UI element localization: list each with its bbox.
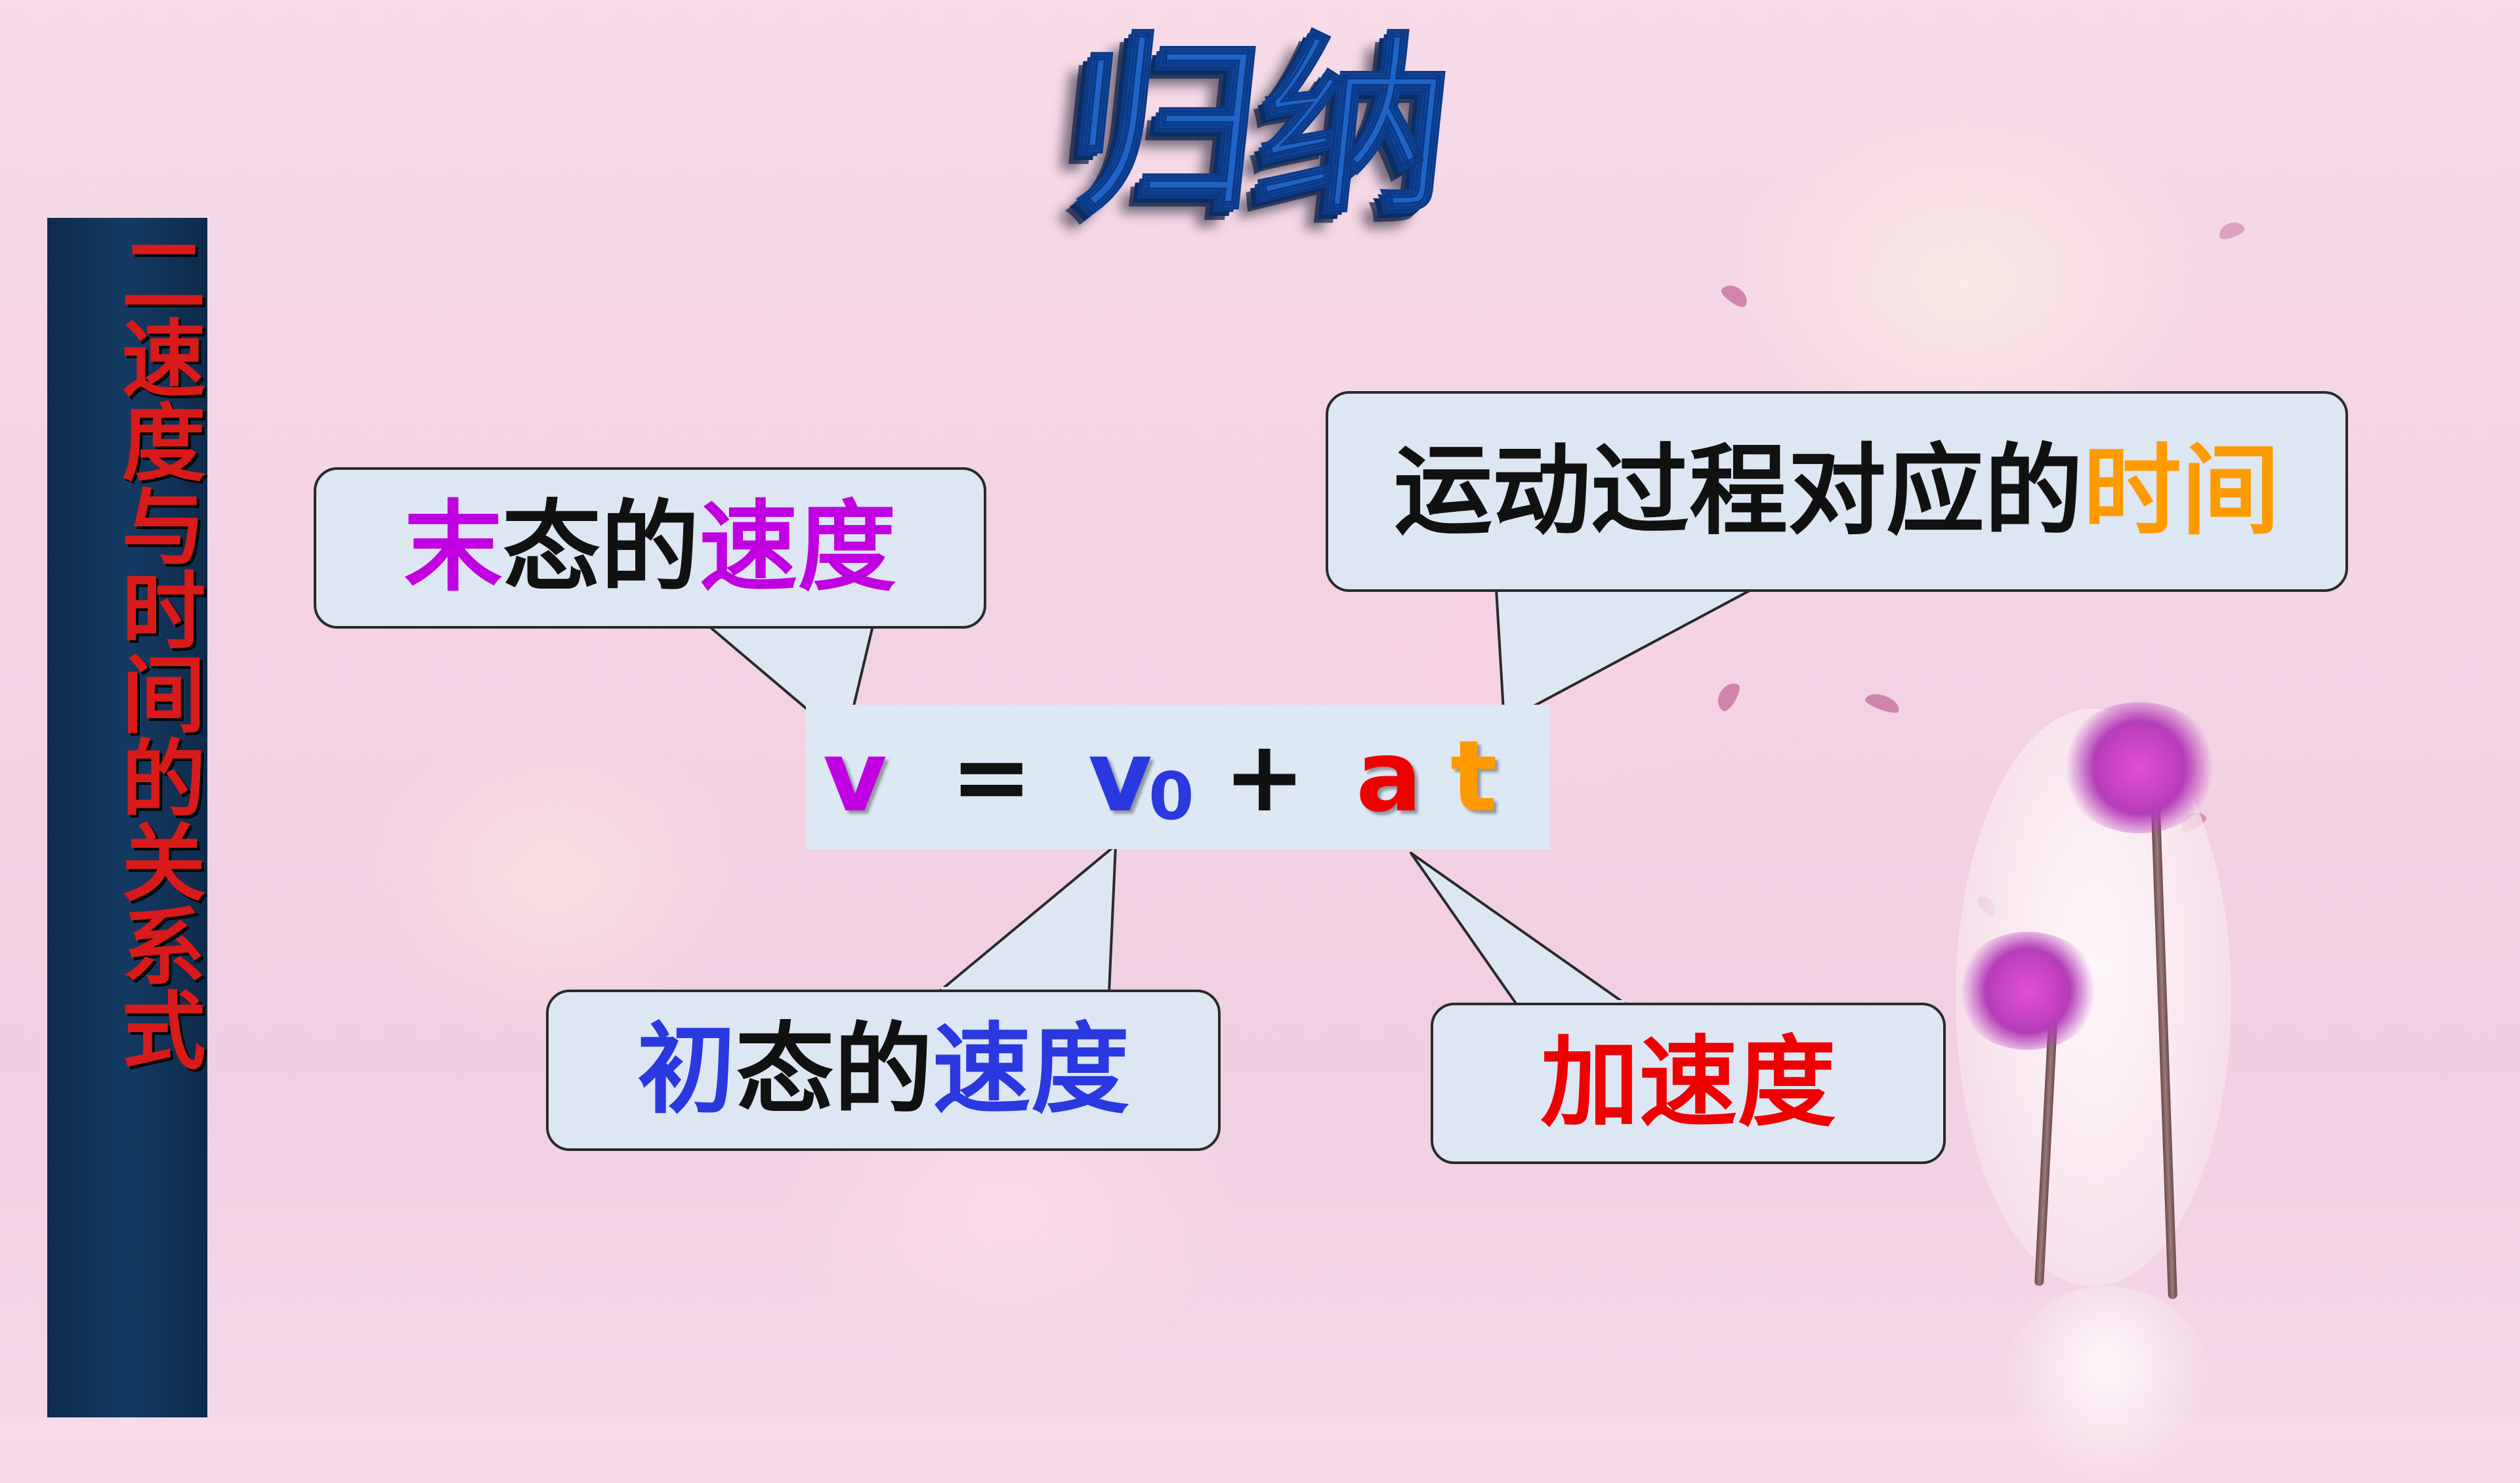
callout-text-process: 运动过程对应的 (1393, 434, 2083, 549)
callout-initial-velocity: 初态的速度 (546, 990, 1221, 1151)
callout-text-time: 时间 (2083, 434, 2280, 549)
formula-subscript-zero: 0 (1148, 758, 1194, 835)
flower-decoration (1956, 932, 2100, 1050)
callout-text-velocity: 速度 (699, 491, 896, 605)
section-side-bar: 二速度与时间的关系式 (47, 218, 207, 1417)
callout-time: 运动过程对应的时间 (1326, 391, 2348, 592)
formula-time: t (1450, 720, 1498, 834)
flower-decoration (2061, 702, 2218, 833)
formula-equals: = (950, 720, 1033, 834)
formula-plus: + (1223, 720, 1306, 834)
callout-text-state: 态的 (735, 1013, 933, 1127)
callout-text-state: 态的 (502, 491, 700, 605)
callout-text-final: 末 (404, 491, 503, 605)
formula-acceleration: a (1356, 720, 1423, 834)
callout-text-velocity: 速度 (933, 1013, 1130, 1127)
formula-initial-velocity: v (1088, 720, 1152, 834)
tail-initial-velocity (937, 844, 1117, 993)
tail-time (1495, 588, 1754, 723)
callout-text-acceleration: 加速度 (1540, 1026, 1836, 1140)
formula-final-velocity: v (823, 720, 887, 834)
section-label: 二速度与时间的关系式 (107, 231, 205, 1071)
callout-final-velocity: 末态的速度 (314, 467, 986, 629)
callout-acceleration: 加速度 (1431, 1003, 1946, 1164)
velocity-time-formula: v = v 0 + a t (806, 705, 1550, 849)
callout-text-initial: 初 (637, 1013, 736, 1127)
tail-acceleration (1410, 852, 1629, 1007)
